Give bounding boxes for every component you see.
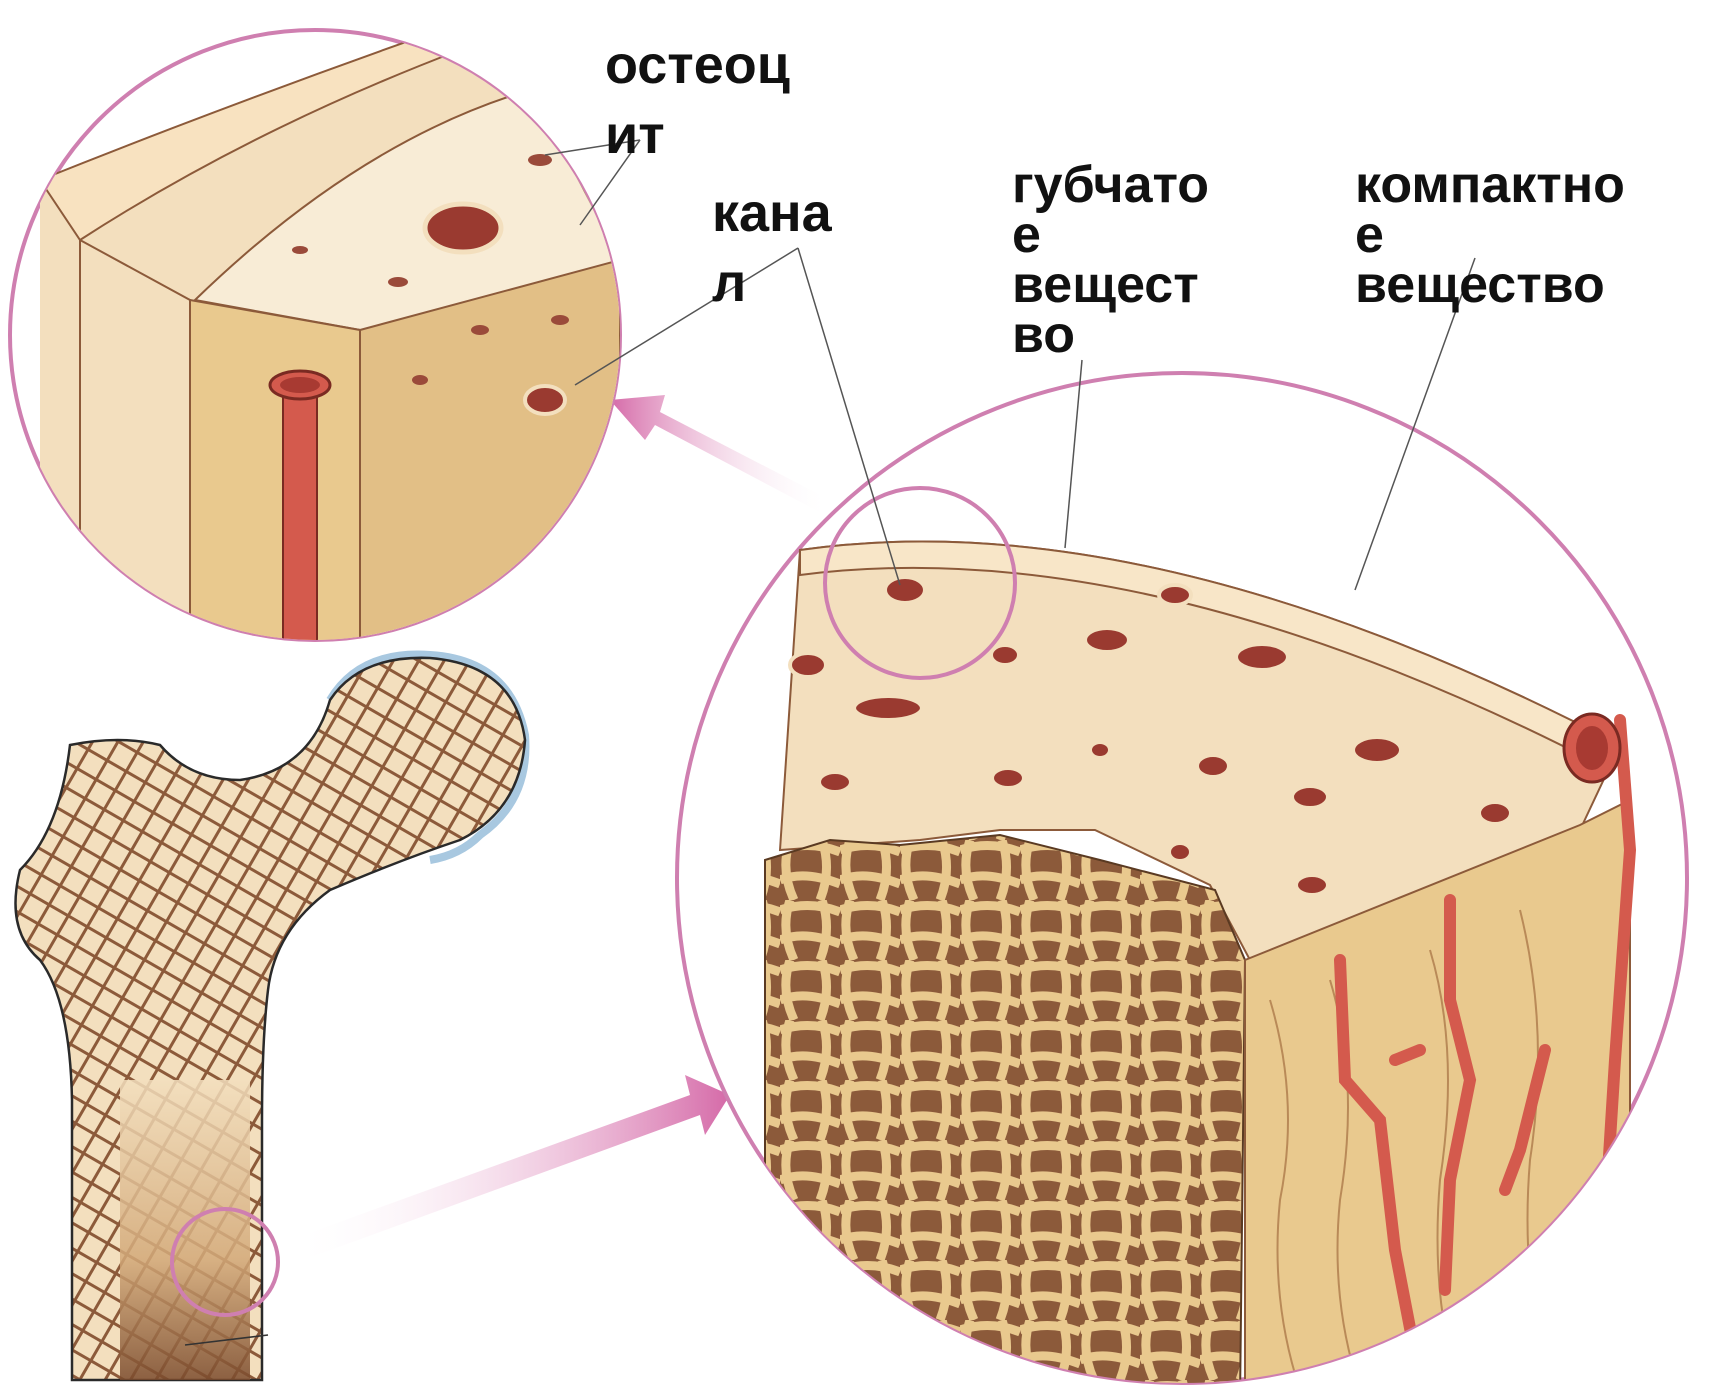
osteon-magnified-view: [10, 30, 700, 705]
compact-bone-section: [677, 373, 1687, 1395]
label-compact-substance: компактно е вещество: [1355, 160, 1625, 310]
label-spongy-substance: губчато е вещест во: [1012, 160, 1209, 360]
zoom-arrow-lower: [290, 1075, 730, 1262]
label-osteocyte: остеоц ит: [605, 30, 790, 170]
label-canal: кана л: [712, 178, 832, 318]
femur-bone: [16, 658, 526, 1380]
femur-illustration: [16, 655, 526, 1380]
zoom-arrow-upper: [610, 395, 830, 515]
